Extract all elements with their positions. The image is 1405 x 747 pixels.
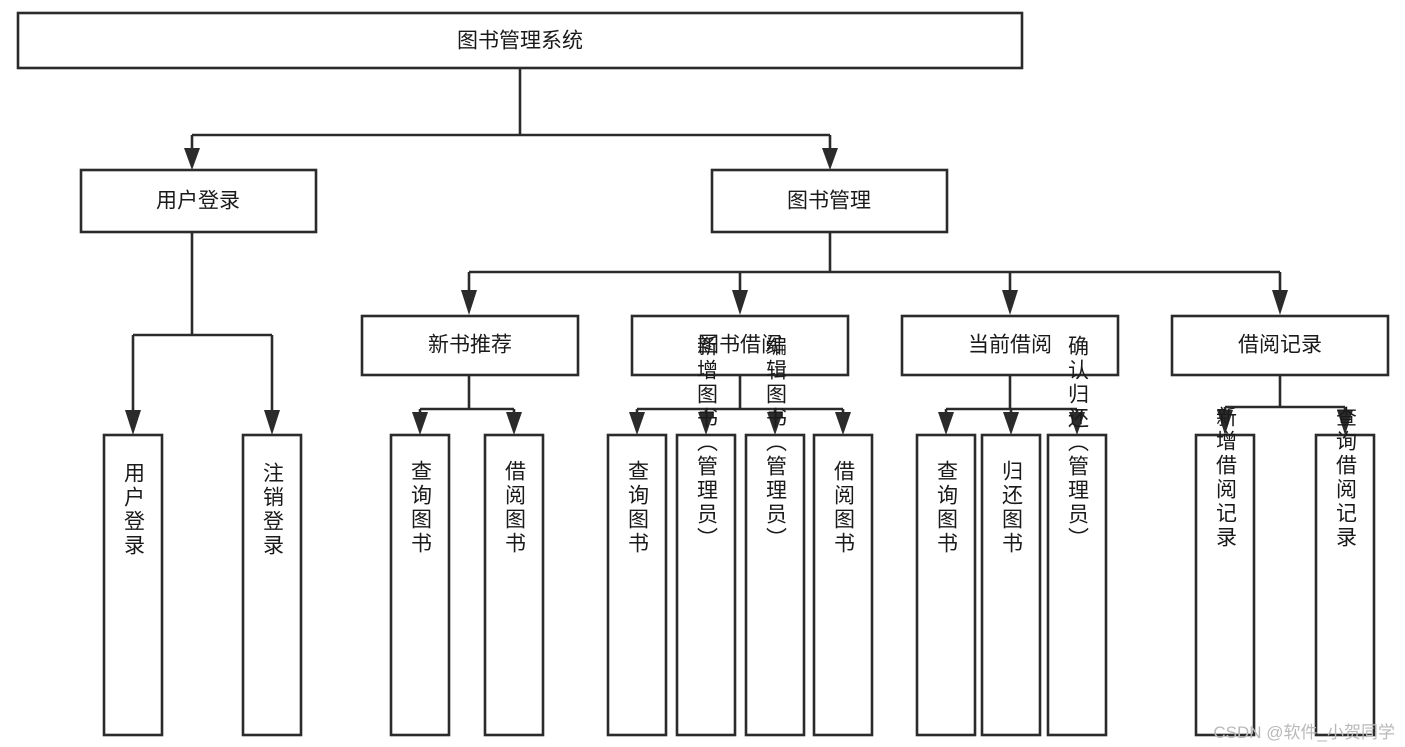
- node-leaf-borrow-book-1-label: 借阅图书: [503, 460, 527, 556]
- arrow-head-leaf-confirm-return: [1069, 412, 1085, 435]
- node-root-box[interactable]: [16, 11, 1024, 70]
- arrow-head-book-borrow: [732, 290, 748, 315]
- node-borrow-record-box[interactable]: [1170, 314, 1390, 377]
- node-leaf-borrow-book-2[interactable]: 借阅图书: [812, 433, 874, 737]
- node-leaf-logout-label: 注销登录: [261, 462, 285, 558]
- node-book-manage-box[interactable]: [710, 168, 949, 234]
- node-root-label: 图书管理系统: [457, 30, 583, 53]
- node-leaf-edit-book-label: 编辑图书（管理员）: [764, 335, 788, 551]
- node-current-borrow-box[interactable]: [900, 314, 1120, 377]
- node-leaf-edit-book[interactable]: 编辑图书（管理员）: [744, 335, 806, 737]
- node-current-borrow[interactable]: 当前借阅: [900, 314, 1120, 377]
- connector-layer: [125, 68, 1353, 435]
- node-leaf-logout[interactable]: 注销登录: [241, 433, 303, 737]
- node-book-manage-label: 图书管理: [787, 190, 871, 213]
- node-leaf-query-book-3-label: 查询图书: [935, 460, 959, 556]
- node-book-borrow[interactable]: 图书借阅: [630, 314, 850, 377]
- node-root[interactable]: 图书管理系统: [16, 11, 1024, 70]
- node-leaf-borrow-book-1[interactable]: 借阅图书: [483, 433, 545, 737]
- arrow-head-leaf-add-book: [698, 412, 714, 435]
- node-leaf-query-book-2-label: 查询图书: [626, 460, 650, 556]
- node-leaf-query-book-1-box[interactable]: [389, 433, 451, 737]
- node-leaf-return-book-label: 归还图书: [1000, 460, 1024, 556]
- node-leaf-add-record[interactable]: 新增借阅记录: [1194, 406, 1256, 737]
- arrow-head-leaf-query-book-3: [938, 412, 954, 435]
- node-leaf-query-record[interactable]: 查询借阅记录: [1314, 406, 1376, 737]
- arrow-head-new-book-rec: [461, 290, 477, 315]
- node-leaf-borrow-book-2-label: 借阅图书: [832, 460, 856, 556]
- node-borrow-record[interactable]: 借阅记录: [1170, 314, 1390, 377]
- node-user-login-label: 用户登录: [156, 190, 240, 213]
- node-leaf-user-login-label: 用户登录: [122, 462, 146, 558]
- node-book-borrow-box[interactable]: [630, 314, 850, 377]
- node-leaf-confirm-return[interactable]: 确认归还（管理员）: [1046, 335, 1108, 737]
- arrow-head-leaf-borrow-book-1: [506, 412, 522, 435]
- node-user-login-box[interactable]: [79, 168, 318, 234]
- node-new-book-rec-box[interactable]: [360, 314, 580, 377]
- node-leaf-return-book-box[interactable]: [980, 433, 1042, 737]
- arrow-head-leaf-add-record: [1217, 410, 1233, 435]
- node-leaf-borrow-book-2-box[interactable]: [812, 433, 874, 737]
- node-leaf-query-book-2-box[interactable]: [606, 433, 668, 737]
- arrow-head-leaf-return-book: [1003, 412, 1019, 435]
- arrow-head-user-login: [184, 148, 200, 170]
- arrow-head-book-manage: [822, 148, 838, 170]
- node-leaf-query-record-label: 查询借阅记录: [1334, 406, 1358, 550]
- node-leaf-query-book-1-label: 查询图书: [409, 460, 433, 556]
- node-leaf-query-book-1[interactable]: 查询图书: [389, 433, 451, 737]
- arrow-head-leaf-logout: [264, 410, 280, 435]
- node-book-manage[interactable]: 图书管理: [710, 168, 949, 234]
- node-leaf-user-login[interactable]: 用户登录: [102, 433, 164, 737]
- node-book-borrow-label: 图书借阅: [698, 334, 782, 357]
- arrow-head-leaf-query-book-2: [629, 412, 645, 435]
- node-leaf-query-record-box[interactable]: [1314, 433, 1376, 737]
- node-leaf-query-book-3-box[interactable]: [915, 433, 977, 737]
- node-leaf-add-book-label: 新增图书（管理员）: [695, 335, 719, 551]
- node-leaf-return-book[interactable]: 归还图书: [980, 433, 1042, 737]
- node-leaf-query-book-3[interactable]: 查询图书: [915, 433, 977, 737]
- arrow-head-leaf-borrow-book-2: [835, 412, 851, 435]
- node-user-login[interactable]: 用户登录: [79, 168, 318, 234]
- node-leaf-user-login-box[interactable]: [102, 433, 164, 737]
- node-leaf-add-book-box[interactable]: [675, 433, 737, 737]
- node-borrow-record-label: 借阅记录: [1238, 334, 1322, 357]
- node-current-borrow-label: 当前借阅: [968, 334, 1052, 357]
- arrow-head-leaf-user-login: [125, 410, 141, 435]
- node-new-book-rec-label: 新书推荐: [428, 334, 512, 357]
- node-leaf-add-book[interactable]: 新增图书（管理员）: [675, 335, 737, 737]
- node-leaf-borrow-book-1-box[interactable]: [483, 433, 545, 737]
- node-new-book-rec[interactable]: 新书推荐: [360, 314, 580, 377]
- arrow-head-leaf-query-record: [1337, 410, 1353, 435]
- arrow-head-leaf-query-book-1: [412, 412, 428, 435]
- node-leaf-confirm-return-box[interactable]: [1046, 433, 1108, 737]
- node-leaf-query-book-2[interactable]: 查询图书: [606, 433, 668, 737]
- arrow-head-borrow-record: [1272, 290, 1288, 315]
- node-leaf-edit-book-box[interactable]: [744, 433, 806, 737]
- node-leaf-add-record-box[interactable]: [1194, 433, 1256, 737]
- node-leaf-logout-box[interactable]: [241, 433, 303, 737]
- arrow-head-leaf-edit-book: [767, 412, 783, 435]
- node-leaf-confirm-return-label: 确认归还（管理员）: [1066, 335, 1090, 551]
- arrow-head-current-borrow: [1002, 290, 1018, 315]
- node-leaf-add-record-label: 新增借阅记录: [1214, 406, 1238, 550]
